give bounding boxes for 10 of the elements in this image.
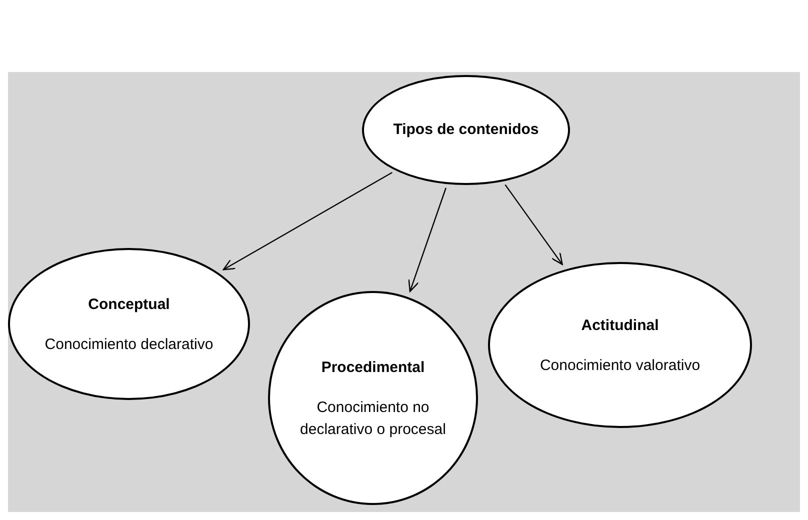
node-heading: Actitudinal xyxy=(581,316,659,336)
node-description: Conocimiento valorativo xyxy=(540,356,700,376)
node-description: Conocimiento no declarativo o procesal xyxy=(299,398,447,440)
node-heading: Tipos de contenidos xyxy=(393,120,539,140)
arrow xyxy=(408,188,446,292)
node-description: Conocimiento declarativo xyxy=(44,335,214,355)
node-heading: Conceptual xyxy=(88,295,170,315)
arrow xyxy=(504,184,563,266)
node-heading: Procedimental xyxy=(321,358,425,378)
arrow xyxy=(222,172,392,270)
